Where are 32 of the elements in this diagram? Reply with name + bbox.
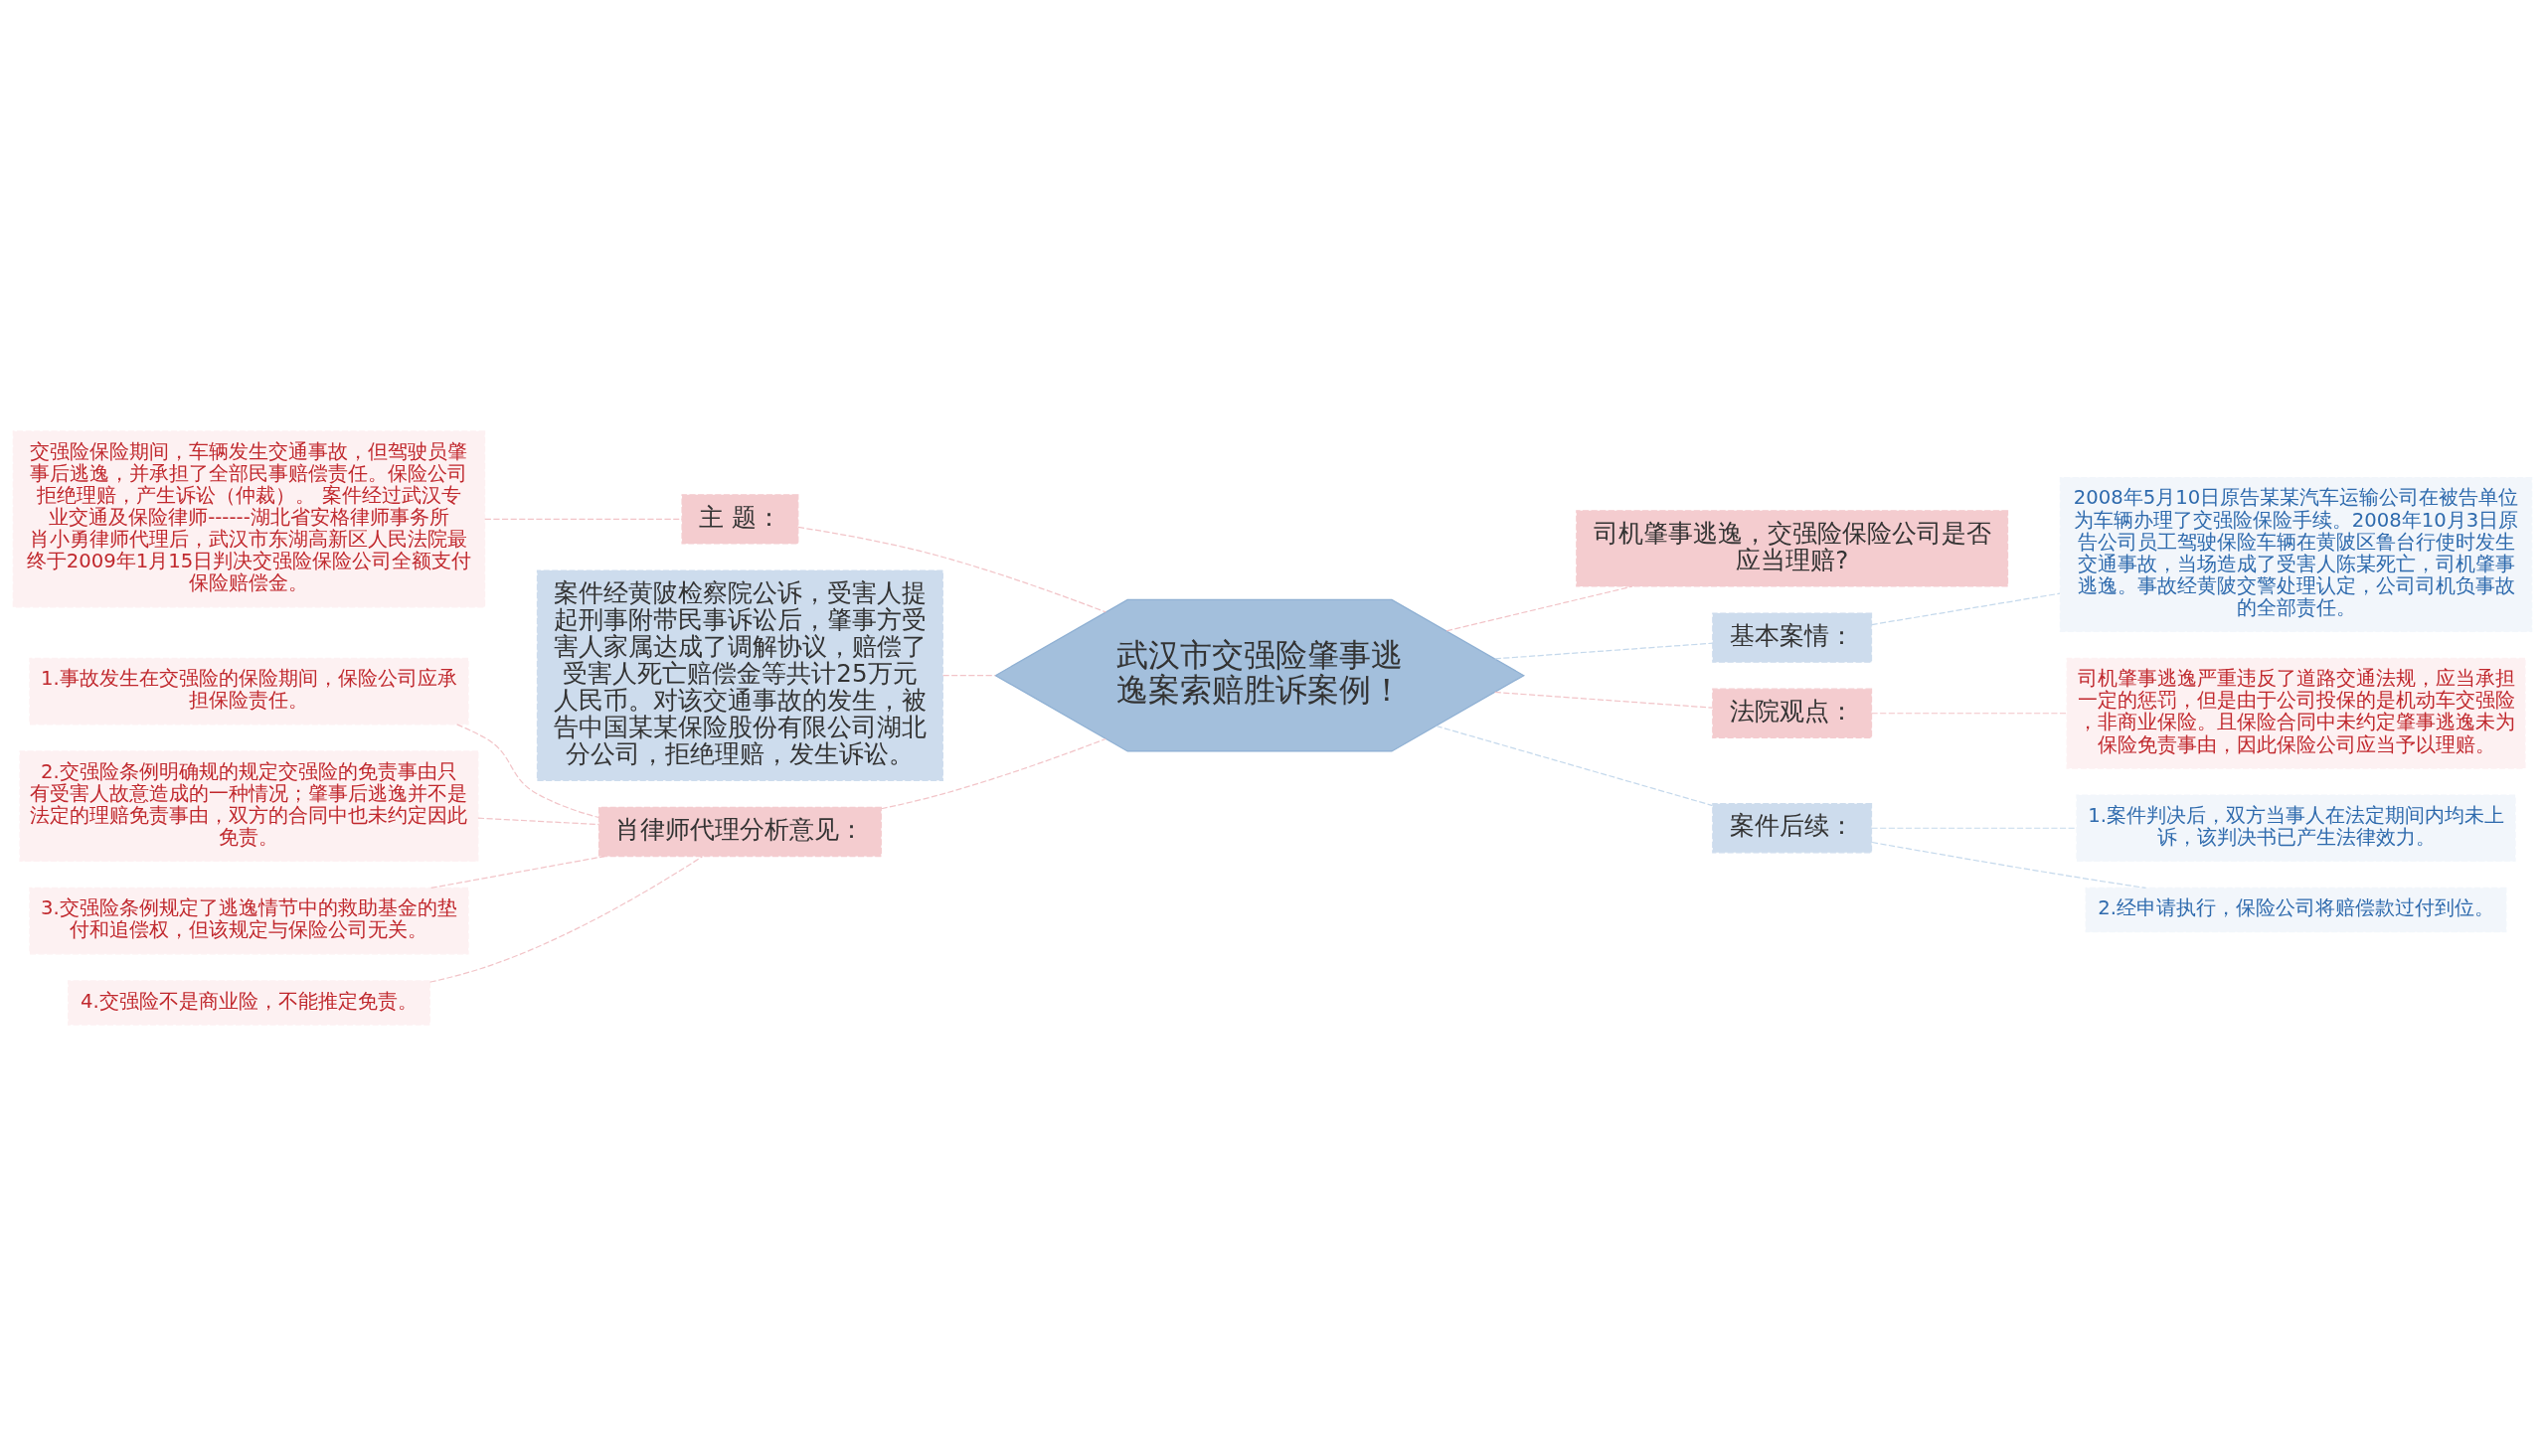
node-box: 2.交强险条例明确规的规定交强险的免责事由只有受害人故意造成的一种情况；肇事后逃逸并不是法定的理赔免责事由，双方的合同中也未约定因此免责。 (19, 750, 479, 863)
connector (1871, 713, 2068, 715)
node-box: 1.案件判决后，双方当事人在法定期间内均未上诉，该判决书已产生法律效力。 (2076, 794, 2516, 863)
node-box: 交强险保险期间，车辆发生交通事故，但驾驶员肇事后逃逸，并承担了全部民事赔偿责任。保险公司拒绝理赔，产生诉讼（仲裁）。 案件经过武汉专业交通及保险律师------湖北省安格律师事务所肖小勇律师代理后，武汉市东湖高新区人民法院最终于2009年1月15日判决交强险保险公司全额支付保险赔偿金。 (12, 430, 486, 608)
node-box: 司机肇事逃逸，交强险保险公司是否应当理赔? (1576, 510, 2009, 587)
connector (1871, 592, 2061, 626)
connector (430, 855, 605, 890)
node-box: 基本案情： (1712, 612, 1873, 663)
node-box: 4.交强险不是商业险，不能推定免责。 (68, 980, 430, 1026)
node-box: 2008年5月10日原告某某汽车运输公司在被告单位为车辆办理了交强险保险手续。2008年10月3日原告公司员工驾驶保险车辆在黄陂区鲁台行使时发生交通事故，当场造成了受害人陈某死亡，司机肇事逃逸。事故经黄陂交警处理认定，公司司机负事故的全部责任。 (2059, 477, 2533, 633)
node-box: 1.事故发生在交强险的保险期间，保险公司应承担保险责任。 (29, 657, 469, 726)
node-box: 案件后续： (1712, 803, 1873, 854)
connector (484, 518, 683, 520)
node-box: 法院观点： (1712, 688, 1873, 738)
connector (880, 737, 1106, 810)
connector (942, 675, 996, 677)
node-box: 2.经申请执行，保险公司将赔偿款过付到位。 (2085, 887, 2507, 933)
node-box: 案件经黄陂检察院公诉，受害人提起刑事附带民事诉讼后，肇事方受害人家属达成了调解协议，赔偿了受害人死亡赔偿金等共计25万元人民币。对该交通事故的发生，被告中国某某保险股份有限公司湖北分公司，拒绝理赔，发生诉讼。 (536, 569, 943, 781)
connector (1445, 585, 1633, 632)
connector (1436, 725, 1714, 807)
connector (797, 526, 1106, 613)
node-box: 主 题： (681, 494, 799, 545)
node-box: 肖律师代理分析意见： (597, 806, 882, 858)
node-box: 3.交强险条例规定了逃逸情节中的救助基金的垫付和追偿权，但该规定与保险公司无关。 (29, 887, 469, 955)
connector (456, 724, 599, 819)
connector (1871, 827, 2078, 829)
connector (1871, 841, 2147, 890)
connector (1494, 642, 1714, 660)
connector (477, 817, 599, 826)
connector (1494, 691, 1714, 709)
node-box: 司机肇事逃逸严重违反了道路交通法规，应当承担一定的惩罚，但是由于公司投保的是机动车交强险，非商业保险。且保险合同中未约定肇事逃逸未为保险免责事由，因此保险公司应当予以理赔。 (2066, 657, 2526, 769)
connector (428, 856, 704, 983)
